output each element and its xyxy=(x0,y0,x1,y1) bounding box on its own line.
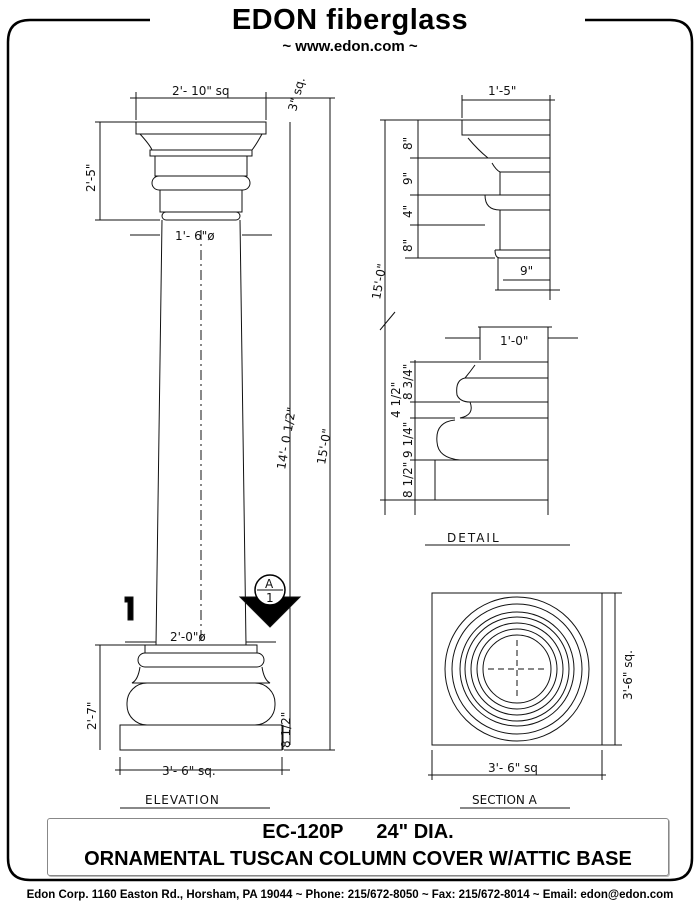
detail-total-height: 15'-0" xyxy=(369,263,389,301)
detail-base-dim-1: 8 3/4" xyxy=(401,364,415,400)
detail-base-dim-4: 8 1/2" xyxy=(401,462,415,498)
brand-title: EDON fiberglass xyxy=(231,4,469,36)
elevation-label: ELEVATION xyxy=(145,793,220,807)
model-number: EC-120P 24" DIA. xyxy=(262,821,454,843)
elevation-drawing xyxy=(95,92,335,809)
detail-top-width: 1'-5" xyxy=(488,84,516,98)
elevation-base-dia: 2'-0"ø xyxy=(170,630,206,644)
contact-footer: Edon Corp. 1160 Easton Rd., Horsham, PA … xyxy=(26,889,674,901)
detail-base-dim-2: 4 1/2" xyxy=(389,382,403,418)
section-label: SECTION A xyxy=(472,793,538,807)
product-description: ORNAMENTAL TUSCAN COLUMN COVER W/ATTIC B… xyxy=(84,848,632,870)
section-marker-sheet: 1 xyxy=(266,591,274,605)
detail-cap-dim-3: 4" xyxy=(401,205,415,218)
detail-cap-dim-1: 8" xyxy=(401,137,415,150)
elevation-total-height: 15'-0" xyxy=(314,428,334,466)
section-marker-letter: A xyxy=(265,577,274,591)
website-url: ~ www.edon.com ~ xyxy=(282,38,418,55)
detail-base-dim-3: 9 1/4" xyxy=(401,422,415,458)
elevation-plinth-height: 8 1/2" xyxy=(279,712,293,748)
detail-label: DETAIL xyxy=(447,531,501,545)
page-frame xyxy=(6,18,694,882)
elevation-base-height: 2'-7" xyxy=(85,702,99,730)
section-bottom-dim: 3'- 6" sq xyxy=(488,761,538,775)
detail-base-width: 1'-0" xyxy=(500,334,528,348)
title-block: EC-120P 24" DIA. ORNAMENTAL TUSCAN COLUM… xyxy=(47,818,669,876)
detail-cap-dim-2: 9" xyxy=(401,172,415,185)
detail-projection: 9" xyxy=(520,264,533,278)
elevation-shaft-height: 14'- 0 1/2" xyxy=(274,406,299,470)
elevation-top-width: 2'- 10" sq xyxy=(172,84,230,98)
elevation-base-width: 3'- 6" sq. xyxy=(162,764,216,778)
elevation-neck-dia: 1'- 6"ø xyxy=(175,229,215,243)
section-a-drawing xyxy=(428,592,622,809)
elevation-cap-height: 2'-5" xyxy=(84,164,98,192)
detail-cap-dim-4: 8" xyxy=(401,239,415,252)
detail-drawing xyxy=(379,95,578,546)
elevation-cap-plinth: 3" sq. xyxy=(285,76,307,113)
section-side-dim: 3'-6" sq. xyxy=(621,650,635,700)
